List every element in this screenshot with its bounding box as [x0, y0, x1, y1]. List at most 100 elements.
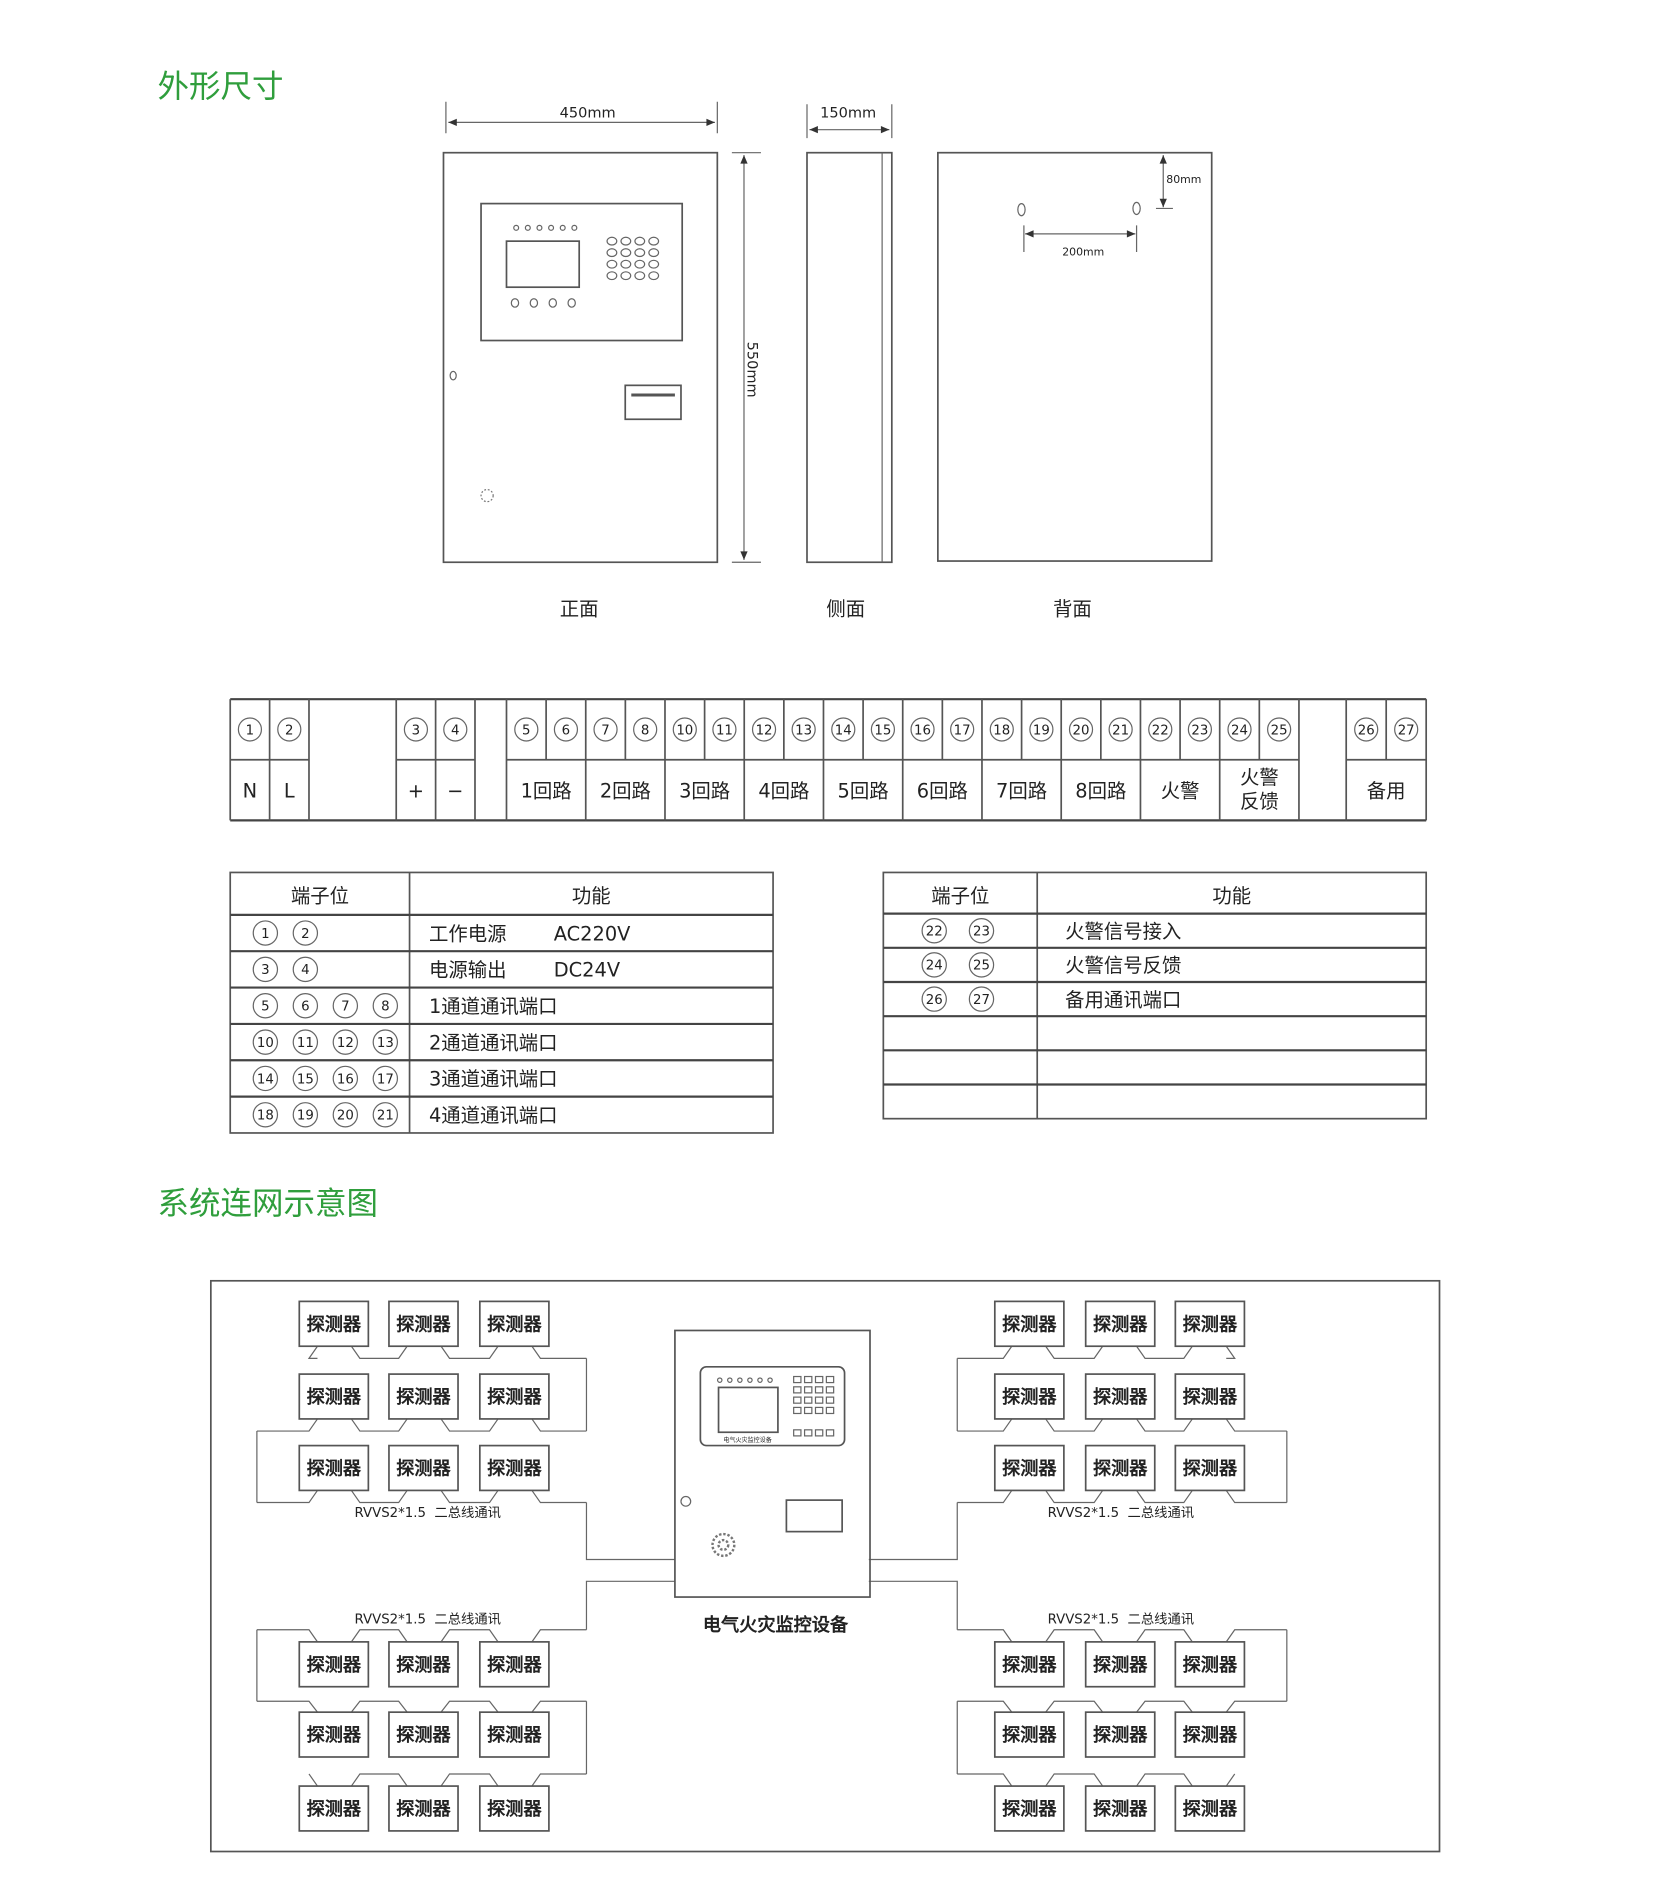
detector-label: 探测器 [1093, 1458, 1148, 1480]
detector-label: 探测器 [396, 1386, 451, 1408]
detector-label: 探测器 [307, 1313, 362, 1335]
table-function: 1通道通讯端口 [429, 995, 558, 1018]
terminal-number: 4 [301, 963, 309, 978]
network-diagram: 探测器探测器探测器探测器探测器探测器探测器探测器探测器探测器探测器探测器探测器探… [209, 1279, 1441, 1853]
terminal-number: 15 [874, 723, 891, 738]
caption-back: 背面 [1053, 598, 1092, 621]
led-icon [548, 224, 555, 231]
table-function: 2通道通讯端口 [429, 1031, 558, 1054]
terminal-number-badge: 7 [332, 993, 359, 1019]
keypad [606, 236, 660, 281]
terminal-circle [252, 1102, 279, 1128]
terminal-circle [1068, 717, 1094, 742]
led-icon [513, 224, 520, 231]
terminal-number-badge: 8 [372, 993, 399, 1019]
terminal-number-badge: 6 [292, 993, 319, 1019]
detectors: 探测器探测器探测器探测器探测器探测器探测器探测器探测器探测器探测器探测器探测器探… [298, 1300, 1246, 1832]
detector-box: 探测器 [1174, 1444, 1246, 1492]
terminal-number-badge: 23 [1187, 717, 1213, 742]
terminal-number-badge: 4 [292, 956, 319, 983]
table-header: 端子位 [291, 885, 349, 908]
terminal-number-badge: 8 [633, 717, 658, 742]
terminal-circle [751, 717, 777, 742]
detector-box: 探测器 [298, 1641, 370, 1688]
terminal-number-badge: 23 [968, 918, 995, 944]
detector-label: 探测器 [307, 1386, 362, 1408]
terminal-circle [1394, 717, 1419, 742]
panel-button [548, 298, 558, 308]
terminal-label: L [284, 779, 295, 802]
terminal-number: 12 [337, 1036, 354, 1051]
terminal-number-badge: 3 [252, 956, 279, 983]
key-button [634, 259, 646, 269]
terminal-number-badge: 20 [332, 1102, 359, 1128]
detector-box: 探测器 [1084, 1641, 1156, 1688]
terminal-circle [252, 1029, 279, 1055]
caption-front: 正面 [560, 598, 599, 621]
terminal-circle [514, 717, 539, 742]
terminal-number: 24 [926, 959, 943, 974]
detector-box: 探测器 [1084, 1300, 1156, 1348]
key-button [814, 1396, 824, 1404]
detector-box: 探测器 [298, 1300, 370, 1348]
terminal-circle [950, 717, 975, 742]
detector-box: 探测器 [388, 1711, 459, 1758]
terminal-number-badge: 22 [921, 918, 947, 944]
detector-label: 探测器 [1002, 1654, 1057, 1676]
terminal-number: 7 [601, 723, 609, 738]
mount-hole [1017, 202, 1026, 217]
section-title-network: 系统连网示意图 [158, 1186, 379, 1222]
terminal-number: 26 [1358, 723, 1375, 738]
key-button [814, 1386, 824, 1394]
detector-box: 探测器 [1084, 1444, 1156, 1492]
detector-label: 探测器 [396, 1458, 451, 1480]
terminal-label: 3回路 [679, 779, 730, 802]
terminal-number-badge: 13 [372, 1029, 399, 1055]
detector-box: 探测器 [298, 1785, 370, 1832]
mount-hole [1132, 201, 1141, 216]
key-button [825, 1375, 835, 1384]
network-frame [209, 1279, 1441, 1853]
terminal-circle [252, 1065, 279, 1092]
terminal-circle [332, 993, 359, 1019]
terminal-label: + [408, 779, 424, 802]
terminal-number-badge: 21 [372, 1102, 399, 1128]
detector-label: 探测器 [1093, 1313, 1148, 1335]
detector-label: 探测器 [307, 1798, 362, 1820]
side-view: 150mm 侧面 [806, 104, 893, 621]
terminal-number-badge: 25 [1267, 717, 1292, 742]
detector-label: 探测器 [1183, 1724, 1238, 1746]
terminal-circle [910, 717, 935, 742]
indicator-leds [513, 224, 578, 231]
table-function: 火警信号反馈 [1065, 954, 1181, 977]
terminal-number-badge: 18 [252, 1102, 279, 1128]
terminal-number: 14 [835, 723, 852, 738]
key-button [793, 1406, 802, 1415]
key-button [825, 1396, 835, 1404]
table-function: 工作电源 [429, 922, 507, 945]
terminal-circle [332, 1102, 359, 1128]
terminal-circle [968, 918, 995, 944]
detector-label: 探测器 [396, 1798, 451, 1820]
device-keypad [793, 1375, 835, 1437]
key-button [620, 248, 632, 258]
key-button [825, 1429, 835, 1437]
detector-label: 探测器 [487, 1386, 542, 1408]
terminal-number: 1 [261, 927, 269, 942]
terminal-number: 7 [341, 1000, 349, 1015]
key-button [620, 236, 632, 246]
key-button [634, 236, 646, 246]
detector-box: 探测器 [1084, 1373, 1156, 1420]
led-icon [536, 224, 543, 231]
key-button [606, 236, 618, 246]
terminal-number: 2 [285, 723, 293, 738]
detector-box: 探测器 [388, 1300, 459, 1348]
terminal-circle [237, 717, 263, 742]
terminal-number-badge: 12 [332, 1029, 359, 1055]
terminal-number-badge: 26 [1354, 717, 1379, 742]
terminal-circle [292, 920, 319, 946]
